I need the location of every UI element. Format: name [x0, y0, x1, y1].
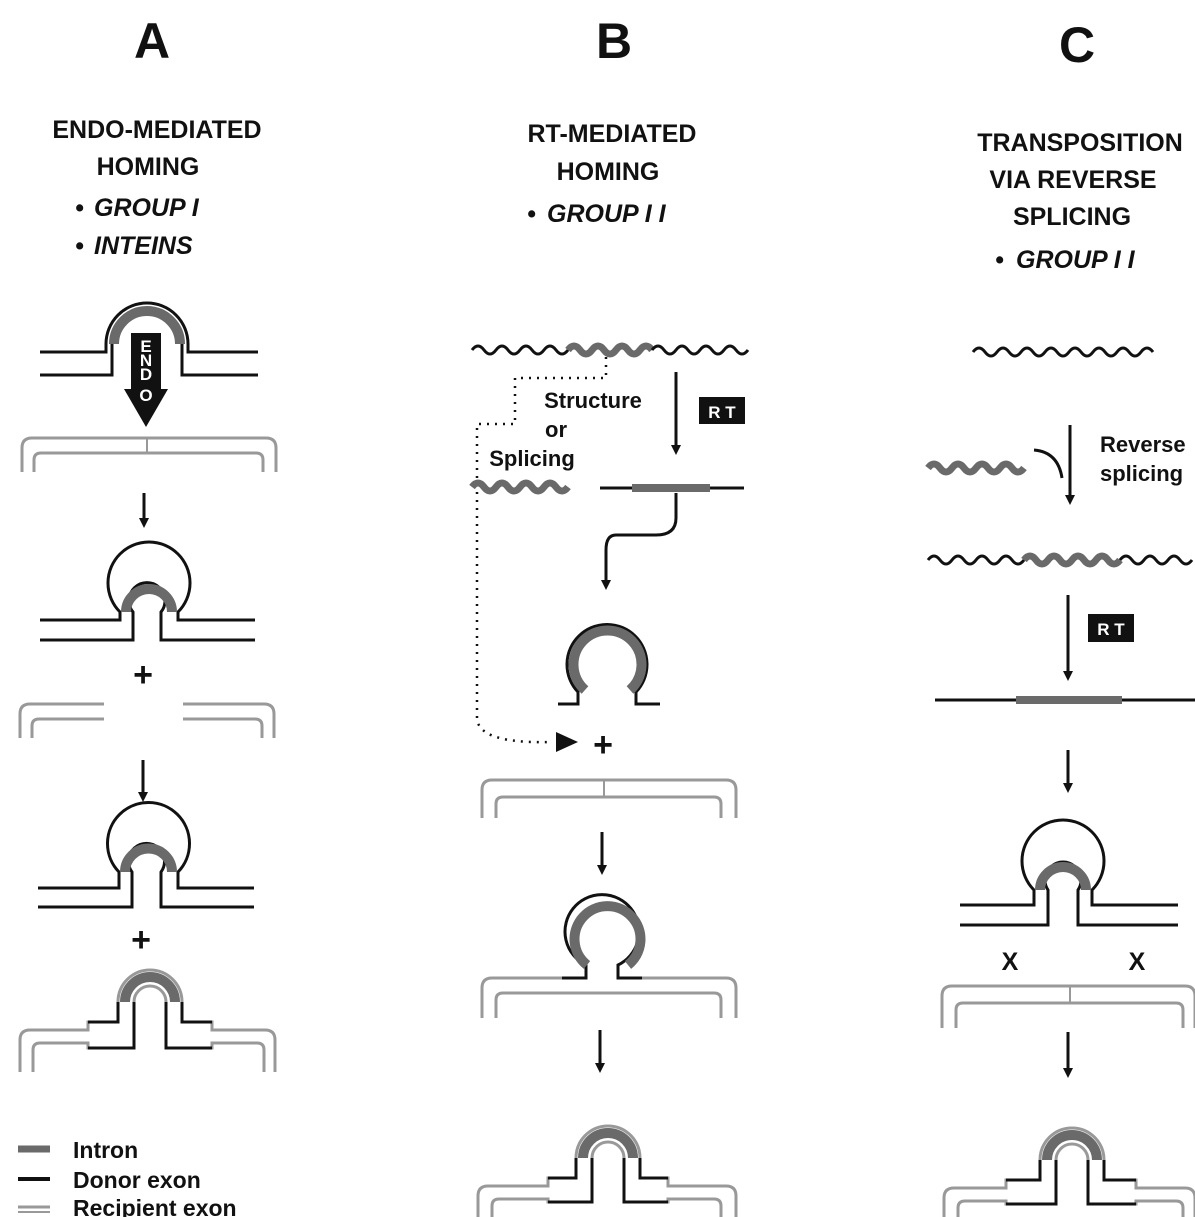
- panel-b-rna-exon-right: [650, 344, 750, 356]
- legend-recipient-label: Recipient exon: [73, 1195, 237, 1217]
- panel-b-rna-exon-left: [470, 344, 570, 356]
- panel-b-structure-line3: Splicing: [489, 446, 575, 471]
- panel-b: B RT-MEDIATED HOMING • GROUP I I Structu…: [469, 13, 750, 1217]
- panel-c-recipient-final: [942, 1126, 1195, 1217]
- panel-b-letter: B: [596, 13, 632, 69]
- panel-c-recipient-1: [940, 984, 1195, 1028]
- panel-a-bullet-dot-1: •: [75, 194, 84, 222]
- panel-c: C TRANSPOSITION VIA REVERSE SPLICING • G…: [925, 17, 1195, 1217]
- panel-c-title-line1: TRANSPOSITION: [977, 129, 1183, 157]
- panel-a-plus-2: +: [131, 921, 151, 959]
- panel-b-rna-intron: [565, 342, 655, 358]
- panel-c-rna-exon-right: [1118, 554, 1194, 566]
- panel-a-bullet-dot-2: •: [75, 232, 84, 260]
- panel-a-donor-step3: [38, 801, 254, 909]
- panel-b-structure-line2: or: [545, 417, 567, 442]
- panel-c-title-line2: VIA REVERSE: [989, 166, 1156, 194]
- panel-b-dotted-arrowhead: [556, 732, 578, 752]
- panel-c-reverse-line2: splicing: [1100, 461, 1183, 486]
- panel-b-excised-intron-rna: [469, 479, 571, 495]
- panel-c-rt-label: R T: [1097, 620, 1125, 639]
- legend: Intron Donor exon Recipient exon: [18, 1137, 237, 1217]
- panel-a-endo-arrow: E N D O: [124, 333, 168, 427]
- panel-b-recipient-2: [480, 893, 738, 1018]
- endo-letter-e: E: [140, 337, 151, 356]
- panel-b-rt-label: R T: [708, 403, 736, 422]
- panel-a-title-line2: HOMING: [97, 153, 200, 181]
- panel-b-cdna-curved-arrow: [601, 493, 678, 590]
- panel-c-cdna-with-intron: [960, 818, 1178, 927]
- panel-b-recipient-1: [480, 778, 738, 818]
- endo-letter-n: N: [140, 351, 152, 370]
- panel-a-bullet-inteins: INTEINS: [94, 232, 193, 260]
- panel-b-title-line2: HOMING: [557, 158, 660, 186]
- panel-b-bullet-group-ii: GROUP I I: [547, 200, 667, 228]
- panel-c-rna-intron: [1021, 552, 1123, 568]
- panel-b-structure-line1: Structure: [544, 388, 642, 413]
- panel-b-plus: +: [593, 726, 613, 764]
- legend-intron-label: Intron: [73, 1137, 138, 1163]
- panel-c-title-line3: SPLICING: [1013, 203, 1131, 231]
- panel-a-title-line1: ENDO-MEDIATED: [52, 116, 261, 144]
- panel-a-recipient-step1: [20, 436, 278, 472]
- panel-c-bullet-group-ii: GROUP I I: [1016, 246, 1136, 274]
- panel-c-cross-left: X: [1002, 948, 1019, 976]
- panel-c-letter: C: [1059, 17, 1095, 73]
- panel-c-rna-target: [971, 346, 1155, 358]
- legend-donor-label: Donor exon: [73, 1167, 201, 1193]
- panel-c-intron-rna: [925, 460, 1027, 476]
- endo-letter-d: D: [140, 365, 152, 384]
- panel-b-bullet-dot: •: [527, 200, 536, 228]
- panel-a-plus-1: +: [133, 656, 153, 694]
- panel-c-rna-exon-left: [926, 554, 1026, 566]
- panel-a-bullet-group-i: GROUP I: [94, 194, 200, 222]
- panel-a-letter: A: [134, 13, 170, 69]
- panel-c-bullet-dot: •: [995, 246, 1004, 274]
- panel-a: A ENDO-MEDIATED HOMING • GROUP I • INTEI…: [18, 13, 278, 1072]
- panel-c-reverse-line1: Reverse: [1100, 432, 1186, 457]
- panel-b-title-line1: RT-MEDIATED: [528, 120, 697, 148]
- panel-c-rt-badge: [1088, 614, 1134, 642]
- panel-a-recipient-cut: [18, 702, 276, 738]
- panel-c-curved-arrow: [1033, 448, 1064, 479]
- panel-b-dotted-path: [475, 357, 608, 744]
- panel-c-cross-right: X: [1129, 948, 1146, 976]
- panel-a-recipient-final: [18, 968, 277, 1072]
- panel-b-rt-badge: [699, 397, 745, 424]
- panel-a-donor-step1: [40, 301, 258, 377]
- panel-a-donor-step2: [40, 540, 255, 642]
- panel-b-recipient-final: [476, 1124, 738, 1217]
- endo-letter-o: O: [139, 386, 152, 405]
- panel-b-intron-lariat: [558, 622, 660, 706]
